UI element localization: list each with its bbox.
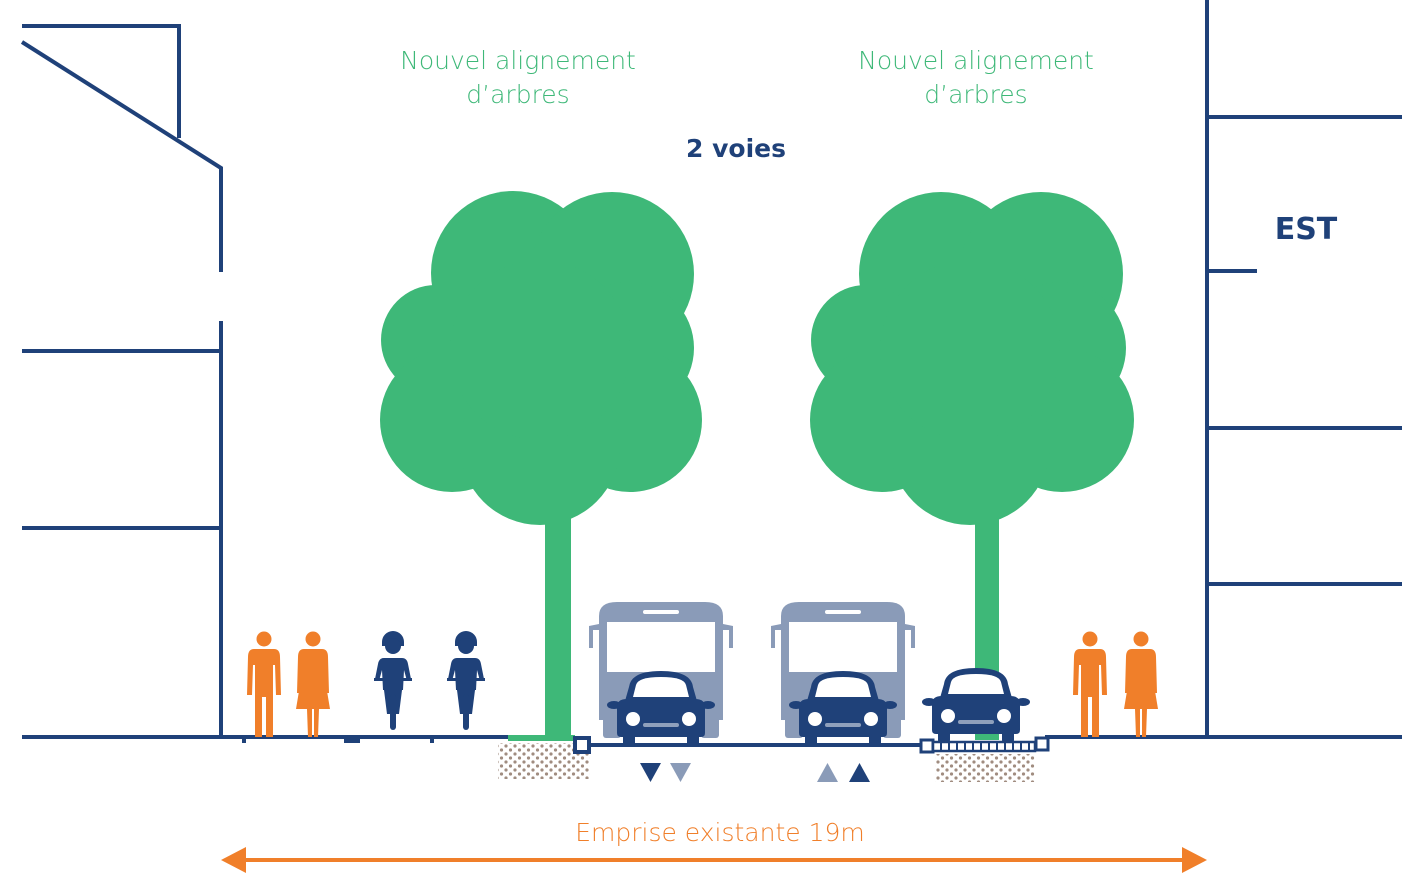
direction-arrow-icon xyxy=(817,763,870,782)
sidewalk-markers xyxy=(242,737,434,743)
cyclist-icon xyxy=(447,631,485,730)
left-building xyxy=(20,24,223,737)
side-label: EST xyxy=(1274,212,1338,247)
pedestrian-icon xyxy=(1124,631,1158,737)
right-building xyxy=(1205,0,1402,737)
pedestrian-icon xyxy=(1073,631,1107,737)
width-label: Emprise existante 19m xyxy=(575,818,865,847)
tree-pit-right xyxy=(919,736,1050,782)
tree-label-left: Nouvel alignement d’arbres xyxy=(400,46,636,109)
lanes-label: 2 voies xyxy=(686,134,786,163)
pedestrian-icon xyxy=(296,631,330,737)
tree-icon xyxy=(380,191,702,740)
pedestrian-icon xyxy=(247,631,281,737)
width-dimension-arrow xyxy=(221,847,1207,873)
tree-icon xyxy=(810,192,1134,740)
tree-pit-left xyxy=(498,735,591,779)
cyclist-icon xyxy=(374,631,412,730)
ground-profile xyxy=(22,735,1402,747)
direction-arrow-icon xyxy=(640,763,691,782)
car-icon xyxy=(922,668,1030,742)
tree-label-right: Nouvel alignement d’arbres xyxy=(858,46,1094,109)
